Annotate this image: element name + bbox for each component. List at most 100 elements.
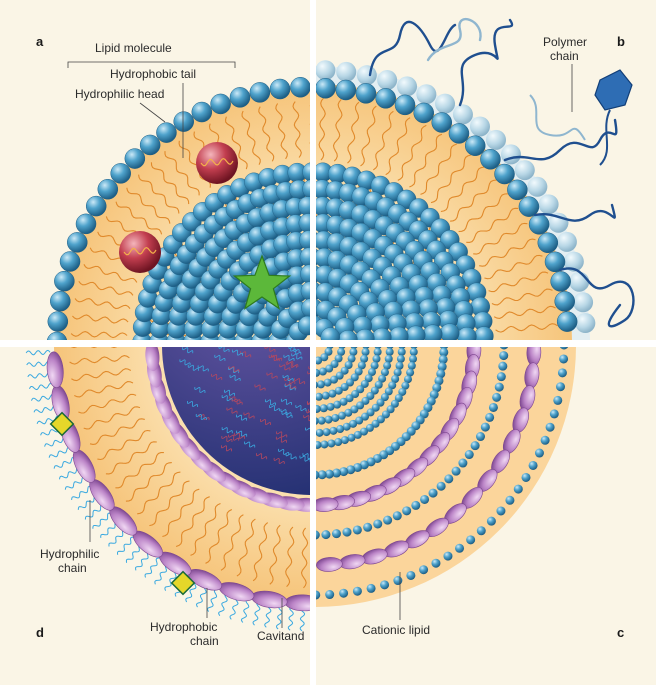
inner-lipid-head — [341, 436, 349, 444]
hydrophilic-head — [98, 179, 118, 199]
inner-lipid-head — [315, 393, 323, 401]
cationic-lipid-head — [495, 383, 504, 392]
hydrophilic-head-label: Hydrophilic head — [75, 87, 164, 101]
cationic-lipid-head — [393, 511, 402, 520]
pale-lipid-head — [377, 70, 397, 90]
pale-lipid-head — [575, 313, 595, 333]
cationic-lipid-head — [489, 403, 498, 412]
cationic-lipid-label: Cationic lipid — [362, 623, 430, 637]
cationic-lipid-head — [505, 496, 514, 505]
hydrophilic-chain — [49, 447, 71, 458]
inner-lipid-head — [325, 416, 333, 424]
cationic-lipid-head — [499, 351, 508, 360]
horizontal-divider — [0, 340, 656, 347]
hydrophilic-head — [414, 103, 434, 123]
hydrophilic-chain — [85, 505, 104, 520]
polymer-chain — [505, 120, 616, 160]
hydrophilic-chain — [118, 537, 135, 555]
inner-lipid-head — [372, 355, 380, 363]
cationic-lipid-head — [353, 525, 362, 534]
cationic-lipid-head — [541, 436, 550, 445]
cationic-lipid-head — [321, 530, 330, 539]
hydrophilic-chain — [241, 599, 248, 622]
cationic-lipid-head — [471, 441, 480, 450]
inner-lipid-head — [408, 362, 416, 370]
hydrophilic-head — [125, 149, 145, 169]
cationic-lipid-head — [492, 393, 501, 402]
hydrophilic-head — [480, 149, 500, 169]
cationic-lipid-head — [393, 576, 402, 585]
cationic-lipid-head — [339, 589, 348, 598]
polymer-chain-light — [530, 95, 585, 140]
hydrophobic-chain-label-line1: Hydrophobic — [150, 620, 217, 634]
hydrophilic-head — [376, 88, 396, 108]
inner-lipid-head — [320, 440, 328, 448]
cationic-lipid-head — [455, 544, 464, 553]
cationic-lipid-head — [411, 501, 420, 510]
hydrophilic-head — [192, 102, 212, 122]
hydrophilic-head — [50, 291, 70, 311]
pale-lipid-head — [573, 292, 593, 312]
hydrophilic-head — [174, 112, 194, 132]
inner-lipid-head — [409, 355, 417, 363]
inner-lipid-head — [331, 414, 339, 422]
cationic-lipid-head — [402, 506, 411, 515]
cationic-lipid-head — [559, 354, 568, 363]
cavitand-label: Cavitand — [257, 629, 304, 643]
cationic-lipid-head — [498, 362, 507, 371]
inner-lipid-head — [324, 379, 332, 387]
hydrophilic-head — [270, 79, 290, 99]
pale-lipid-head — [357, 65, 377, 85]
inner-lipid-head — [329, 427, 337, 435]
lipid-molecule-label: Lipid molecule — [95, 41, 172, 55]
pale-lipid-head — [470, 116, 490, 136]
cationic-lipid-head — [514, 485, 523, 494]
inner-lipid-head — [323, 428, 331, 436]
inner-lipid-head — [362, 348, 370, 356]
targeting-ligand — [595, 70, 632, 110]
hydrophilic-head-leader — [140, 103, 165, 122]
hydrophilic-head — [529, 214, 549, 234]
inner-lipid-head — [396, 362, 404, 370]
cationic-lipid-head — [383, 516, 392, 525]
hydrophilic-chain — [277, 605, 283, 629]
inner-lipid-head — [386, 348, 394, 356]
inner-lipid-head — [318, 417, 326, 425]
hydrophilic-head — [60, 252, 80, 272]
pale-lipid-head — [539, 194, 559, 214]
pale-lipid-head — [515, 160, 535, 180]
inner-lipid-head — [385, 355, 393, 363]
cationic-lipid-head — [363, 523, 372, 532]
hydrophilic-head — [211, 94, 231, 114]
pale-lipid-head — [501, 144, 521, 164]
hydrophilic-head — [290, 77, 310, 97]
cationic-lipid-head — [443, 552, 452, 561]
hydrophilic-chain — [208, 589, 218, 611]
hydrophilic-head — [395, 95, 415, 115]
pale-lipid-head — [557, 232, 577, 252]
hydrophilic-chain — [145, 558, 159, 578]
hydrophobic-tail-label: Hydrophobic tail — [110, 67, 196, 81]
hydrophilic-chain-label-line1: Hydrophilic — [40, 547, 99, 561]
hydrophilic-head — [557, 312, 577, 332]
cationic-lipid-head — [431, 559, 440, 568]
hydrophilic-head — [250, 82, 270, 102]
cationic-lipid-head — [496, 506, 505, 515]
hydrophilic-head — [356, 83, 376, 103]
cationic-lipid-head — [529, 461, 538, 470]
cationic-lipid-head — [342, 528, 351, 537]
cationic-lipid-head — [550, 409, 559, 418]
hydrophilic-head — [156, 123, 176, 143]
hydrophilic-chain — [54, 457, 76, 468]
panel-label-c: c — [617, 625, 624, 640]
hydrophilic-chain — [29, 384, 53, 390]
polymer-chain-label-line1: Polymer — [543, 35, 587, 49]
pale-lipid-head — [336, 62, 356, 82]
pale-lipid-head — [453, 104, 473, 124]
polymer-chain — [460, 20, 512, 105]
hydrophilic-head — [140, 135, 160, 155]
inner-lipid-head — [327, 403, 335, 411]
inner-lipid-head — [320, 404, 328, 412]
pale-lipid-head — [486, 130, 506, 150]
hydrophilic-chain-label-line2: chain — [58, 561, 87, 575]
